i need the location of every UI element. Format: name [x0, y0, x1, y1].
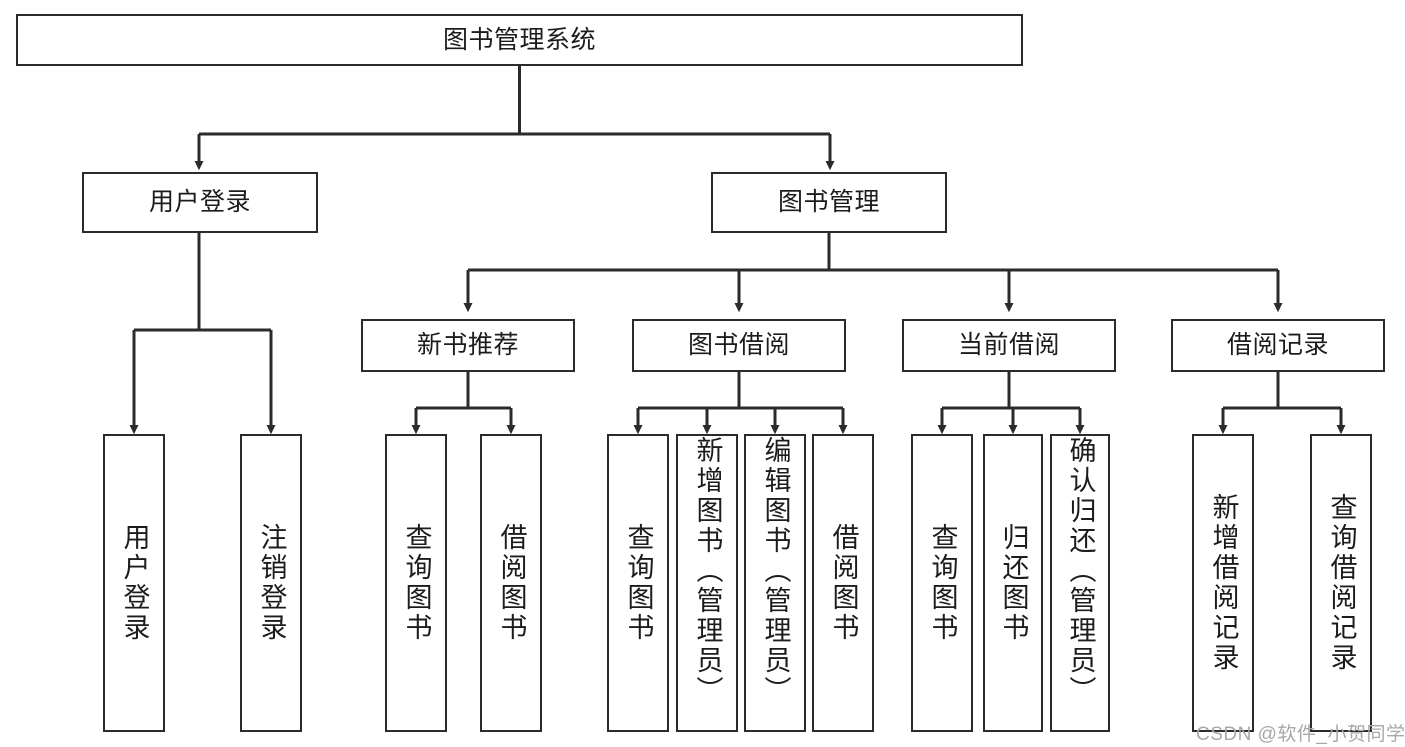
node-label: 查询图书 [623, 523, 654, 643]
node-label: 图书管理系统 [442, 25, 596, 54]
csdn-watermark: CSDN @软件_小贺同学 [1196, 724, 1405, 745]
node-label: 新增借阅记录 [1208, 493, 1239, 673]
leaf-user-login[interactable]: 用户登录 [103, 434, 165, 732]
node-borrow-record[interactable]: 借阅记录 [1171, 319, 1385, 372]
node-label: 新书推荐 [416, 331, 519, 359]
leaf-query-book-current[interactable]: 查询图书 [911, 434, 973, 732]
leaf-confirm-return-admin[interactable]: 确认归还（管理员） [1050, 434, 1110, 732]
node-label: 新增图书（管理员） [692, 436, 723, 706]
node-new-book-recommend[interactable]: 新书推荐 [361, 319, 575, 372]
node-label: 当前借阅 [957, 331, 1060, 359]
node-book-management[interactable]: 图书管理 [711, 172, 947, 233]
node-label: 图书借阅 [687, 331, 790, 359]
node-current-borrow[interactable]: 当前借阅 [902, 319, 1116, 372]
node-label: 用户登录 [119, 523, 150, 643]
node-label: 查询借阅记录 [1326, 493, 1357, 673]
leaf-add-borrow-record[interactable]: 新增借阅记录 [1192, 434, 1254, 732]
node-label: 归还图书 [998, 523, 1029, 643]
leaf-add-book-admin[interactable]: 新增图书（管理员） [676, 434, 738, 732]
node-label: 图书管理 [777, 188, 880, 216]
node-label: 确认归还（管理员） [1065, 436, 1096, 706]
leaf-edit-book-admin[interactable]: 编辑图书（管理员） [744, 434, 806, 732]
leaf-borrow-book-new-rec[interactable]: 借阅图书 [480, 434, 542, 732]
leaf-query-borrow-record[interactable]: 查询借阅记录 [1310, 434, 1372, 732]
node-book-borrow[interactable]: 图书借阅 [632, 319, 846, 372]
leaf-query-book-new-rec[interactable]: 查询图书 [385, 434, 447, 732]
node-label: 借阅图书 [496, 523, 527, 643]
leaf-query-book-borrow[interactable]: 查询图书 [607, 434, 669, 732]
node-label: 查询图书 [401, 523, 432, 643]
node-label: 编辑图书（管理员） [760, 436, 791, 706]
node-label: 借阅记录 [1226, 331, 1329, 359]
node-label: 借阅图书 [828, 523, 859, 643]
node-user-login[interactable]: 用户登录 [82, 172, 318, 233]
node-label: 查询图书 [927, 523, 958, 643]
leaf-logout[interactable]: 注销登录 [240, 434, 302, 732]
node-label: 注销登录 [256, 523, 287, 643]
node-label: 用户登录 [148, 188, 251, 216]
leaf-return-book[interactable]: 归还图书 [983, 434, 1043, 732]
leaf-borrow-book-borrow[interactable]: 借阅图书 [812, 434, 874, 732]
node-root-book-management-system[interactable]: 图书管理系统 [16, 14, 1023, 66]
